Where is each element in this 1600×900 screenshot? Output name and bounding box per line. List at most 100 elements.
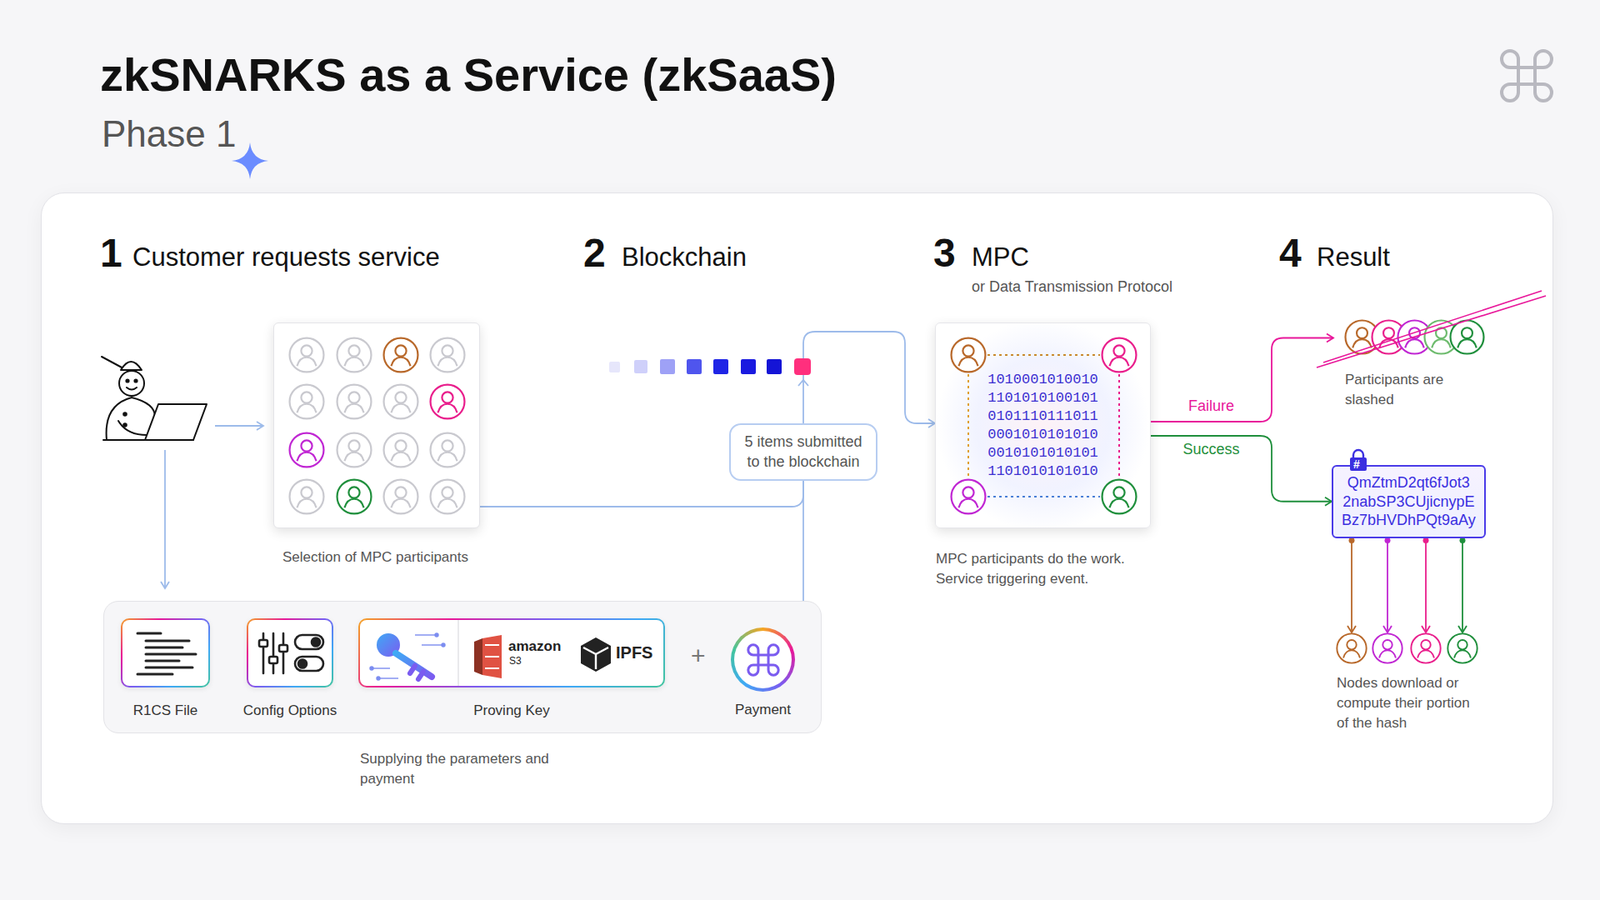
- block: [794, 358, 811, 375]
- customer-figure-arm: [118, 420, 147, 435]
- file-icon-part: [145, 640, 190, 643]
- config-icon-part: [295, 635, 324, 650]
- storage-icons-part: [441, 643, 445, 647]
- participant-avatar-part: [951, 480, 986, 515]
- connector: [802, 480, 805, 601]
- participant-avatar-part: [441, 345, 453, 356]
- storage-icons-part: [421, 644, 444, 645]
- file-icon-part: [137, 632, 161, 635]
- storage-icons-part: [376, 676, 380, 680]
- participant-avatar-part: [300, 391, 312, 403]
- block: [609, 361, 620, 373]
- label: Result: [1316, 242, 1390, 273]
- mpc-box: 1010001010010 1101010100101 010111011101…: [935, 322, 1151, 529]
- participant-avatar-part: [1447, 633, 1477, 663]
- participant-avatar-part: [1336, 633, 1366, 663]
- participant-avatar-part: [962, 345, 974, 356]
- participant-avatar-part: [951, 338, 986, 373]
- participant-avatar: [429, 478, 466, 515]
- payment-logo-part: [747, 644, 778, 675]
- participant-avatar: [382, 478, 420, 515]
- label: +: [690, 641, 706, 671]
- config-icon-part: [259, 640, 268, 647]
- card-label: Payment: [735, 701, 791, 719]
- mpc-links-part: [967, 374, 970, 478]
- block: [713, 359, 729, 375]
- participant-avatar-part: [300, 440, 312, 451]
- participant-avatar-part: [437, 452, 457, 461]
- storage-icons-part: [580, 637, 611, 672]
- hash-text: QmZtmD2qt6fJot3 2nabSP3CUjicnypE Bz7bHVD…: [1341, 473, 1476, 530]
- storage-icons-part: [485, 645, 500, 669]
- participant-avatar-part: [344, 404, 364, 413]
- participant-avatar-part: [958, 357, 978, 366]
- participant-avatar-part: [1382, 640, 1392, 650]
- participant-avatar-part: [437, 499, 457, 508]
- participant-avatar: [429, 383, 466, 420]
- edge-label: Failure: [1188, 397, 1235, 415]
- file-icon-part: [145, 666, 193, 670]
- block: [740, 359, 756, 375]
- customer-figure: [101, 356, 207, 440]
- participant-avatar-part: [1113, 486, 1125, 498]
- participant-avatar-part: [1343, 650, 1360, 658]
- connector: [1150, 435, 1332, 502]
- sparkle-star: [231, 142, 269, 180]
- download-group: Nodes download or compute their portion …: [1333, 632, 1482, 665]
- participant-avatar-part: [1454, 650, 1471, 658]
- connector-dot: [1460, 537, 1466, 544]
- participant-avatar: [335, 336, 373, 374]
- participant-avatar-part: [437, 404, 457, 413]
- participant-avatar-part: [962, 486, 974, 498]
- payment-logo: [746, 643, 780, 677]
- file-icon-part: [137, 633, 196, 675]
- participant-avatar-part: [348, 345, 360, 356]
- storage-icons-part: [482, 635, 502, 679]
- participant-avatar: [288, 383, 325, 420]
- brand-logo: [1501, 50, 1552, 101]
- connector-dot: [1385, 537, 1391, 544]
- brand-text: S3: [509, 655, 522, 667]
- participant-avatar: [1335, 632, 1368, 665]
- mpc-links-part: [987, 354, 1100, 356]
- storage-icons-part: [583, 647, 609, 670]
- note-text: 5 items submitted to the blockchain: [740, 431, 866, 473]
- participant-avatar: [382, 383, 420, 420]
- participant-avatar-part: [1109, 357, 1129, 366]
- slash-lines-part: [1323, 290, 1542, 363]
- participant-avatar: [950, 336, 987, 374]
- connector: [1150, 338, 1334, 423]
- label: Phase 1: [101, 113, 236, 156]
- customer-figure-head: [119, 370, 145, 396]
- payment-inner: [734, 630, 792, 689]
- participant-avatar-part: [430, 433, 465, 468]
- participant-avatar-part: [1450, 320, 1485, 355]
- customer-figure-smile: [126, 387, 137, 390]
- customer-figure-eye: [125, 379, 129, 382]
- mpc-links-part: [968, 355, 1120, 497]
- participant-avatar-part: [1102, 338, 1137, 373]
- participant-avatar-part: [390, 499, 410, 508]
- connector: [480, 480, 804, 507]
- participant-avatar-part: [290, 480, 325, 515]
- participant-avatar-part: [390, 452, 410, 461]
- participant-avatar-part: [437, 357, 457, 366]
- storage-icons-part: [457, 620, 460, 686]
- participant-avatar-part: [1379, 650, 1396, 658]
- participant-avatar: [429, 336, 466, 374]
- participant-grid: Selection of MPC participants: [273, 322, 480, 529]
- config-icon-part: [311, 638, 320, 647]
- flow-arrow: [215, 425, 264, 427]
- card-label: Config Options: [243, 702, 337, 720]
- participant-avatar-part: [395, 440, 406, 451]
- parameters-panel: Supplying the parameters and paymentR1CS…: [103, 600, 822, 734]
- card-label: R1CS File: [133, 702, 198, 720]
- participant-avatar-part: [337, 338, 372, 373]
- edge-label: Success: [1182, 440, 1240, 459]
- file-icon-part: [145, 646, 183, 650]
- brand-text: IPFS: [615, 643, 653, 663]
- mpc-links-part: [1118, 374, 1120, 478]
- connector: [803, 331, 935, 424]
- config-icon-part: [279, 645, 288, 652]
